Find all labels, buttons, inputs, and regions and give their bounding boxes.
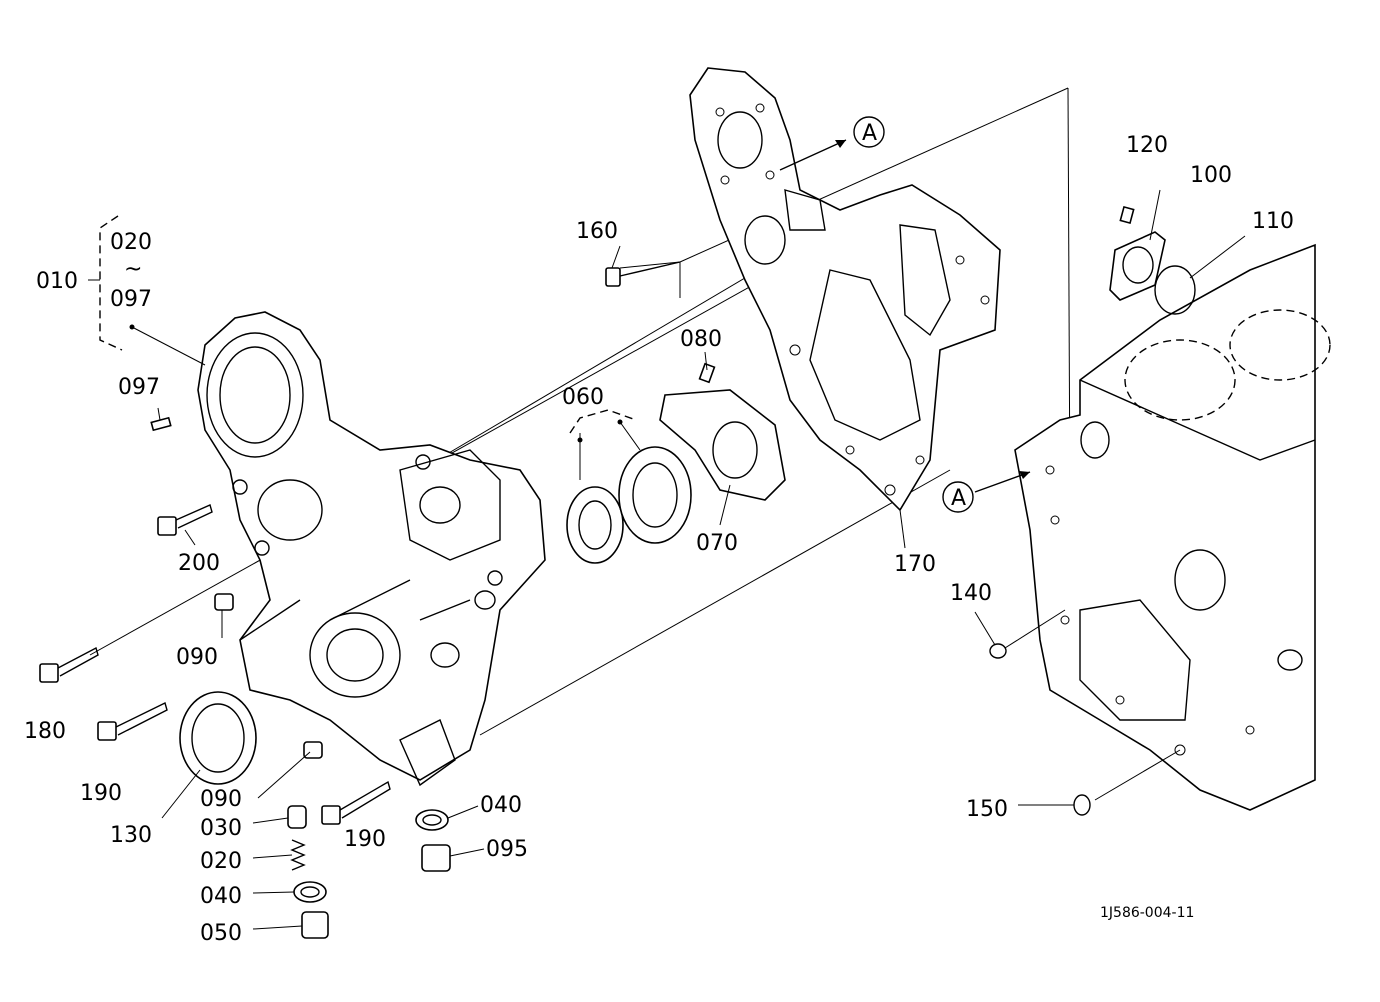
gasket-170: [689, 67, 1001, 512]
reference-arrow-a-top: [779, 116, 885, 171]
callout-097: 097: [118, 375, 160, 400]
bolt-080: [698, 362, 716, 384]
oil-seal-130: [179, 691, 257, 785]
callout-070: 070: [696, 531, 738, 556]
callout-200: 200: [178, 551, 220, 576]
callout-180: 180: [24, 719, 66, 744]
callout-040-right: 040: [480, 793, 522, 818]
o-ring-110: [1154, 265, 1196, 315]
bolt-160: [605, 261, 681, 287]
gear-case-housing: [197, 311, 546, 787]
o-ring-140: [989, 643, 1007, 659]
callout-090-upper: 090: [176, 645, 218, 670]
assembly-bracket: [88, 215, 637, 434]
reference-arrow-a-right: [942, 471, 1031, 513]
cylinder-block: [1014, 243, 1331, 811]
callout-160: 160: [576, 219, 618, 244]
spring-020: [290, 839, 306, 871]
washer-040a: [293, 881, 327, 903]
diagram-id: 1J586-004-11: [1100, 905, 1194, 921]
callout-080: 080: [680, 327, 722, 352]
o-ring-150: [1073, 794, 1091, 816]
cover-100: [1109, 231, 1166, 301]
plug-050: [301, 911, 329, 939]
callout-097-range-end: 097: [110, 287, 152, 312]
callout-030: 030: [200, 816, 242, 841]
bolt-180: [39, 646, 99, 683]
callout-040-left: 040: [200, 884, 242, 909]
callout-labels: 010 020 ~ 097 097 160 120 100 110 080 06…: [24, 121, 1294, 946]
leader-lines: [129, 189, 1246, 930]
oil-pump-cover-070: [659, 389, 786, 501]
callout-range-separator: ~: [124, 257, 142, 282]
callout-120: 120: [1126, 133, 1168, 158]
callout-130: 130: [110, 823, 152, 848]
washer-040b: [415, 809, 449, 831]
callout-020: 020: [200, 849, 242, 874]
bolt-190a: [97, 702, 168, 741]
plug-095: [421, 844, 451, 872]
callout-020-range-start: 020: [110, 230, 152, 255]
bolt-190b: [321, 780, 391, 825]
callout-050: 050: [200, 921, 242, 946]
bolt-200: [157, 504, 213, 536]
oil-pump-inner-rotor: [566, 486, 624, 564]
reference-label-a-right: A: [951, 486, 966, 511]
callout-090-lower: 090: [200, 787, 242, 812]
stud-097: [150, 416, 172, 432]
callout-170: 170: [894, 552, 936, 577]
callout-190-left: 190: [80, 781, 122, 806]
relief-valve-030: [287, 805, 307, 829]
callout-150: 150: [966, 797, 1008, 822]
callout-060: 060: [562, 385, 604, 410]
plug-090a: [214, 593, 234, 611]
callout-190-lower: 190: [344, 827, 386, 852]
plug-090b: [303, 741, 323, 759]
callout-100: 100: [1190, 163, 1232, 188]
callout-110: 110: [1252, 209, 1294, 234]
callout-140: 140: [950, 581, 992, 606]
bolt-120: [1119, 205, 1135, 225]
callout-010: 010: [36, 269, 78, 294]
callout-095: 095: [486, 837, 528, 862]
reference-label-a-top: A: [862, 121, 877, 146]
oil-pump-outer-rotor: [618, 446, 692, 544]
